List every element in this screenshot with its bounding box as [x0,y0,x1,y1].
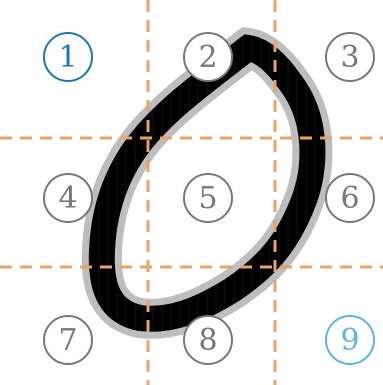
cell-label-7: 7 [44,316,92,364]
cell-label-8: 8 [184,316,232,364]
cell-label-number: 6 [340,181,359,216]
cell-label-number: 8 [198,323,217,358]
cell-label-number: 3 [340,40,359,75]
cell-label-9: 9 [326,316,374,364]
cell-label-number: 5 [198,181,217,216]
cell-label-1: 1 [44,33,92,81]
cell-label-number: 4 [58,181,77,216]
cell-label-number: 9 [340,323,359,358]
cell-label-4: 4 [44,174,92,222]
cell-label-2: 2 [184,33,232,81]
cell-label-6: 6 [326,174,374,222]
cell-label-number: 7 [58,323,77,358]
cell-label-number: 2 [198,40,217,75]
cell-label-3: 3 [326,33,374,81]
cell-label-5: 5 [184,174,232,222]
cell-label-number: 1 [58,40,77,75]
